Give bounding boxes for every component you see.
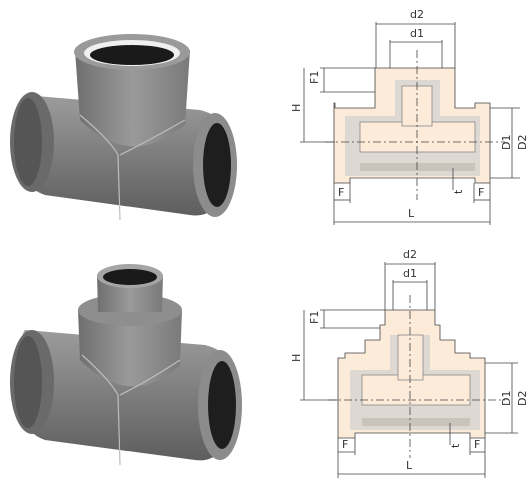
L-label: L (408, 207, 415, 220)
H-label: H (290, 104, 303, 112)
d1-label: d1 (403, 267, 417, 280)
equal-tee-drawing: d2 d1 F1 H D1 D2 F F t L (290, 0, 531, 235)
F1-label: F1 (308, 71, 321, 84)
D2-label: D2 (516, 135, 529, 150)
F-right-label: F (478, 186, 484, 199)
F-left-label: F (342, 438, 348, 451)
reducing-tee-drawing: d2 d1 F1 H D1 D2 F F t L (290, 240, 531, 481)
D1-label: D1 (500, 391, 513, 406)
t-label: t (449, 443, 462, 448)
equal-tee-photo (0, 20, 260, 230)
equal-tee-section-svg: d2 d1 F1 H D1 D2 F F t L (290, 8, 529, 225)
D1-label: D1 (500, 135, 513, 150)
H-label: H (290, 354, 303, 362)
d2-label: d2 (403, 248, 417, 261)
L-label: L (406, 459, 413, 472)
F1-label: F1 (308, 311, 321, 324)
F-left-label: F (338, 186, 344, 199)
reducing-tee-section-svg: d2 d1 F1 H D1 D2 F F t L (290, 248, 529, 478)
reducing-tee-photo (0, 250, 260, 475)
equal-tee-image (10, 34, 237, 221)
reducing-tee-image (10, 264, 242, 466)
d2-label: d2 (410, 8, 424, 21)
D2-label: D2 (516, 391, 529, 406)
t-label: t (452, 189, 465, 194)
d1-label: d1 (410, 27, 424, 40)
F-right-label: F (474, 438, 480, 451)
